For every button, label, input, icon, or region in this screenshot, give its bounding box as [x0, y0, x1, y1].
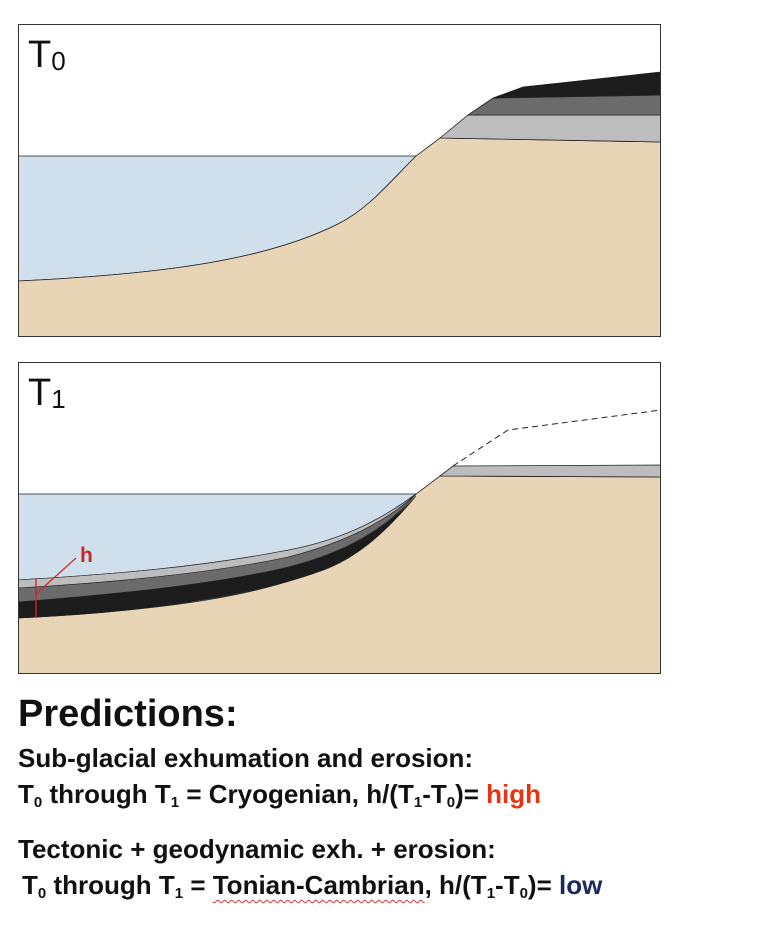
rate-low: low [559, 870, 603, 900]
bedrock [18, 137, 661, 337]
layer-light-remnant [438, 464, 661, 478]
layer-mid [466, 94, 661, 116]
cross-section-t1 [18, 362, 661, 674]
predictions-heading: Predictions: [18, 693, 238, 735]
rate-high: high [486, 779, 542, 809]
period-tonian-cambrian: Tonian-Cambrian [212, 870, 425, 900]
layer-light [438, 114, 661, 143]
panel-label-t1: T1 [28, 372, 66, 414]
panel-label-t0: T0 [28, 34, 66, 76]
hypothesis-2-prediction: T0 through T1 = Tonian-Cambrian, h/(T1-T… [22, 870, 603, 902]
predictions-block: Predictions: Sub-glacial exhumation and … [18, 692, 753, 912]
panel-t0: T0 [18, 24, 661, 337]
hypothesis-1-prediction: T0 through T1 = Cryogenian, h/(T1-T0)= h… [18, 779, 542, 811]
layer-dark [492, 71, 661, 99]
hypothesis-1-title: Sub-glacial exhumation and erosion: [18, 743, 474, 773]
panel-t1: T1 h [18, 362, 661, 674]
cross-section-t0 [18, 24, 661, 337]
h-label: h [80, 544, 93, 567]
eroded-profile-dashed [452, 409, 661, 467]
hypothesis-2-title: Tectonic + geodynamic exh. + erosion: [18, 834, 496, 864]
layer-light [18, 493, 417, 589]
h-leader-line [35, 557, 77, 595]
